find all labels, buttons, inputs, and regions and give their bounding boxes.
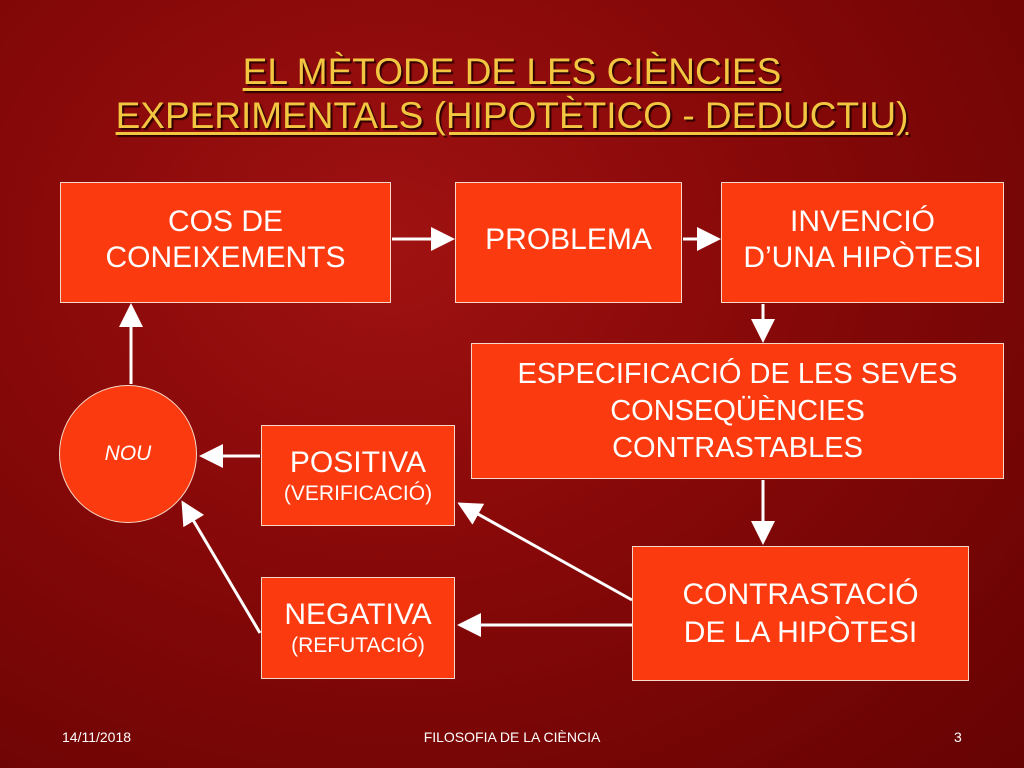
nou-circle: NOU [59,385,197,523]
contrastacio-line-1: CONTRASTACIÓ [682,577,919,611]
especificacio-line-1: ESPECIFICACIÓ DE LES SEVES [517,357,958,390]
especificacio-line-2: CONSEQÜÈNCIES [610,394,865,427]
invencio-line-2: D’UNA HIPÒTESI [743,240,982,274]
arrow-negativa-to-nou [181,500,262,634]
positiva-box: POSITIVA (VERIFICACIÓ) [261,425,455,526]
footer-page-number: 3 [954,729,962,745]
negativa-box: NEGATIVA (REFUTACIÓ) [261,577,455,679]
title-line-1: EL MÈTODE DE LES CIÈNCIES [242,51,782,92]
especificacio-line-3: CONTRASTABLES [612,431,863,464]
negativa-sublabel: (REFUTACIÓ) [291,634,425,657]
nou-label: NOU [104,442,152,465]
contrastacio-line-2: DE LA HIPÒTESI [683,615,918,649]
cos-de-coneixements-box: COS DE CONEIXEMENTS [60,182,391,303]
arrow-contrastacio-to-positiva [457,502,633,602]
positiva-sublabel: (VERIFICACIÓ) [283,481,433,505]
cos-line-1: COS DE [167,204,284,238]
title-line-2: EXPERIMENTALS (HIPOTÈTICO - DEDUCTIU) [115,95,909,136]
invencio-hipotesi-box: INVENCIÓ D’UNA HIPÒTESI [721,182,1004,303]
problema-box: PROBLEMA [455,182,682,303]
invencio-line-1: INVENCIÓ [789,204,936,238]
especificacio-consequencies-box: ESPECIFICACIÓ DE LES SEVES CONSEQÜÈNCIES… [471,343,1004,479]
cos-line-2: CONEIXEMENTS [105,240,346,274]
footer-date: 14/11/2018 [62,729,132,745]
footer-course-title: FILOSOFIA DE LA CIÈNCIA [423,729,601,745]
negativa-label: NEGATIVA [284,598,432,631]
contrastacio-hipotesi-box: CONTRASTACIÓ DE LA HIPÒTESI [632,546,969,681]
positiva-label: POSITIVA [289,445,427,479]
slide-title: EL MÈTODE DE LES CIÈNCIES EXPERIMENTALS … [0,50,1024,138]
problema-label: PROBLEMA [485,222,652,256]
